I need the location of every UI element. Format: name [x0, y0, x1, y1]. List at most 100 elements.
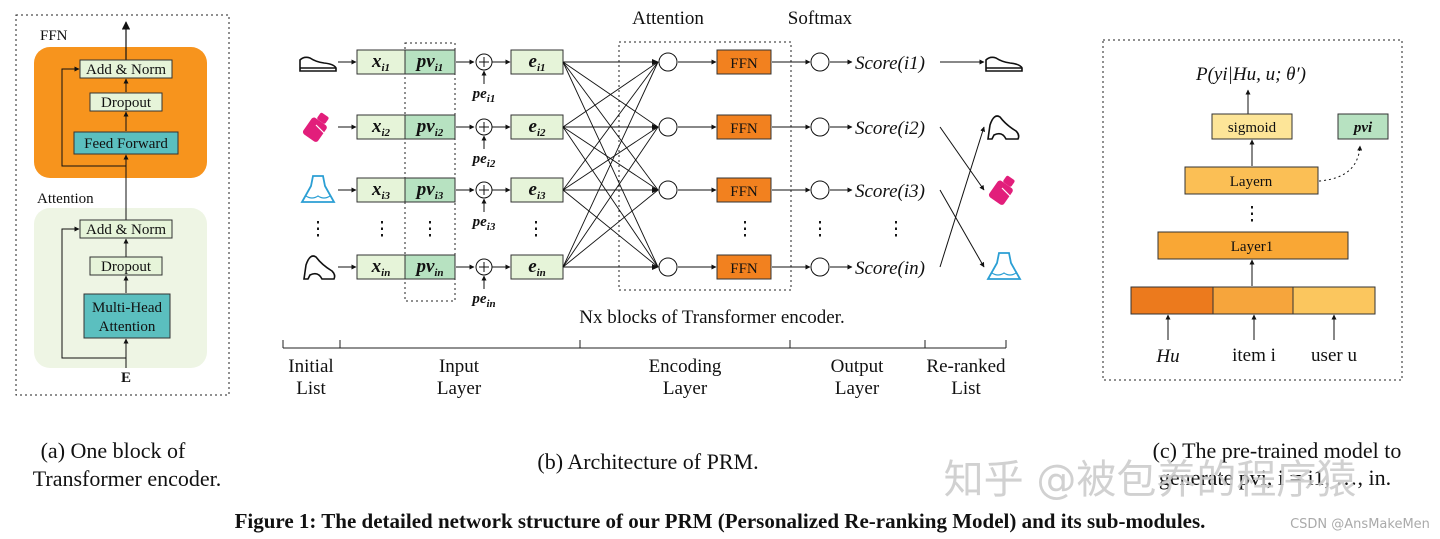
- softmax-node: [810, 257, 830, 277]
- ffn-box: [716, 49, 772, 75]
- dots-x: ⋮: [373, 219, 392, 240]
- mha-label-line1: Multi-Head: [92, 300, 162, 316]
- shoe-icon: [299, 56, 337, 72]
- dots-softmax: ⋮: [811, 219, 830, 240]
- x-label: xi1: [371, 51, 390, 74]
- stage-labels: InitialListInputLayerEncodingLayerOutput…: [288, 356, 1006, 399]
- caption-b: (b) Architecture of PRM.: [537, 449, 758, 474]
- pv-box: [404, 177, 456, 203]
- pv-output-box: [1337, 113, 1389, 140]
- e-box: [510, 49, 564, 75]
- user-embedding-box: [1292, 286, 1376, 315]
- input-hu-label: Hu: [1155, 346, 1179, 367]
- add-norm-bottom-box: [79, 219, 173, 239]
- dress-icon: [300, 175, 336, 203]
- x-box: [356, 177, 406, 203]
- score-label: Score(i1): [855, 53, 925, 74]
- ffn-region-label: FFN: [40, 28, 68, 44]
- ffn-label: FFN: [730, 56, 758, 72]
- sigmoid-label: sigmoid: [1228, 120, 1277, 136]
- attention-node: [658, 180, 678, 200]
- stage-label-line1: Input: [439, 356, 480, 377]
- figure-caption: Figure 1: The detailed network structure…: [235, 509, 1206, 533]
- heel-icon: [987, 115, 1020, 140]
- add-norm-top-box: [79, 59, 173, 79]
- stage-braces: [282, 340, 1007, 349]
- bottle-icon: [302, 112, 329, 142]
- caption-c-line2: generate pvi, i = i1, …, in.: [1159, 465, 1391, 490]
- feed-forward-label: Feed Forward: [84, 136, 168, 152]
- input-user-label: user u: [1311, 345, 1357, 366]
- pe-label: pei2: [471, 151, 496, 170]
- panel-a-border: [15, 14, 230, 396]
- panel-c-pretrained-model: P(yi|Hu, u; θ′) sigmoid pvi Layern ⋮ Lay…: [1102, 39, 1403, 490]
- score-label: Score(i2): [855, 118, 925, 139]
- x-label: xin: [371, 256, 391, 279]
- pv-label: pvin: [414, 256, 443, 279]
- stage-label-line2: List: [296, 378, 326, 399]
- pv-label: pvi1: [415, 51, 444, 74]
- caption-c-line1: (c) The pre-trained model to: [1153, 438, 1402, 463]
- dropout-top-box: [89, 92, 163, 112]
- dots-layers: ⋮: [1243, 204, 1262, 225]
- dropout-bottom-box: [89, 256, 163, 276]
- x-box: [356, 114, 406, 140]
- feed-forward-box: [73, 131, 179, 155]
- caption-a-line1: (a) One block of: [41, 438, 186, 463]
- heel-icon: [303, 255, 336, 280]
- attention-node: [658, 257, 678, 277]
- watermark: 知乎 @被包养的程序猿: [944, 457, 1357, 503]
- stage-label-line1: Encoding: [649, 356, 722, 377]
- pv-group-border: [404, 42, 456, 302]
- e-box: [510, 114, 564, 140]
- pv-label: pvi3: [415, 179, 444, 202]
- pv-output-label: pvi: [1352, 120, 1373, 136]
- caption-a-line2: Transformer encoder.: [33, 466, 222, 491]
- stage-label-line1: Output: [831, 356, 885, 377]
- input-e-label: E: [121, 370, 131, 386]
- ffn-box: [716, 114, 772, 140]
- attention-node: [658, 52, 678, 72]
- add-norm-bottom-label: Add & Norm: [86, 222, 166, 238]
- add-norm-top-label: Add & Norm: [86, 62, 166, 78]
- input-item-label: item i: [1232, 345, 1276, 366]
- pv-box: [404, 49, 456, 75]
- score-label: Score(in): [855, 258, 925, 279]
- pv-box: [404, 254, 456, 280]
- sigmoid-box: [1211, 113, 1293, 140]
- stage-label-line1: Initial: [288, 356, 333, 377]
- pretrained-formula: P(yi|Hu, u; θ′): [1195, 64, 1306, 85]
- pv-label: pvi2: [415, 116, 444, 139]
- x-label: xi3: [371, 179, 391, 202]
- pe-label: pein: [470, 291, 495, 310]
- dots-score: ⋮: [887, 219, 906, 240]
- stage-label-line1: Re-ranked: [926, 356, 1006, 377]
- ffn-label: FFN: [730, 184, 758, 200]
- reranked-list: [939, 56, 1023, 280]
- hu-embedding-box: [1130, 286, 1214, 315]
- nx-blocks-caption: Nx blocks of Transformer encoder.: [579, 307, 844, 328]
- dots-pv: ⋮: [421, 219, 440, 240]
- ffn-label: FFN: [730, 121, 758, 137]
- dress-icon: [986, 252, 1022, 280]
- e-label: ei3: [529, 179, 546, 202]
- multi-head-attention-box: [83, 293, 171, 339]
- item-embedding-box: [1212, 286, 1294, 315]
- ffn-box: [716, 177, 772, 203]
- panel-a-transformer-block: FFN Attention Add & Norm Dropout Feed Fo…: [15, 14, 230, 491]
- bottle-icon: [988, 175, 1015, 205]
- stage-label-line2: Layer: [437, 378, 482, 399]
- pe-label: pei3: [471, 214, 496, 233]
- pe-label: pei1: [471, 86, 496, 105]
- x-box: [356, 254, 406, 280]
- e-label: ein: [528, 256, 546, 279]
- dots-ffn: ⋮: [736, 219, 755, 240]
- x-label: xi2: [371, 116, 391, 139]
- layer-1-label: Layer1: [1231, 239, 1273, 255]
- corner-mark: CSDN @AnsMakeMen: [1290, 517, 1430, 532]
- stage-label-line2: Layer: [663, 378, 708, 399]
